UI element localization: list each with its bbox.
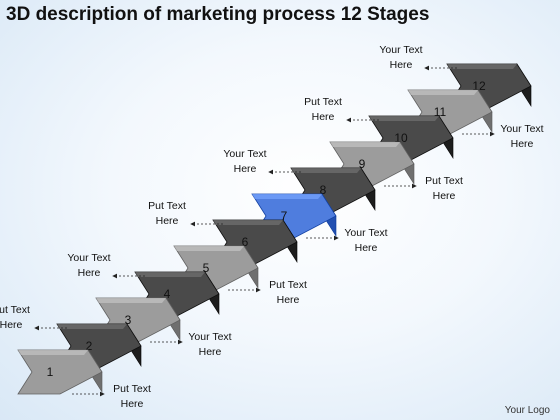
- stage-7-label-line: Here: [355, 242, 378, 254]
- stage-1-highlight: [18, 350, 88, 355]
- stage-4-label-line: Here: [78, 267, 101, 279]
- stage-6: 6: [212, 218, 298, 265]
- stage-4: 4: [134, 270, 220, 317]
- stage-8-label-line: Here: [234, 163, 257, 175]
- stage-4-label-line: Your Text: [67, 252, 110, 264]
- stage-9-number: 9: [359, 157, 366, 171]
- stage-8-label-line: Your Text: [223, 148, 266, 160]
- stage-6-highlight: [213, 220, 283, 225]
- stage-12-label-line: Here: [390, 59, 413, 71]
- stage-11-number: 11: [434, 105, 447, 119]
- stage-6-number: 6: [242, 235, 249, 249]
- stage-12-number: 12: [472, 79, 486, 93]
- stage-4-number: 4: [164, 287, 171, 301]
- stage-10-label-line: Put Text: [304, 96, 342, 108]
- stage-10-number: 10: [394, 131, 408, 145]
- stage-1-number: 1: [47, 365, 54, 379]
- stage-9-highlight: [330, 142, 400, 147]
- stage-7-highlight: [252, 194, 322, 199]
- stage-10-highlight: [369, 116, 439, 121]
- logo-text: Your Logo: [504, 405, 550, 416]
- stage-12-highlight: [447, 64, 517, 69]
- stage-3-label-line: Here: [199, 346, 222, 358]
- stage-10-label-line: Here: [312, 111, 335, 123]
- stage-8-number: 8: [320, 183, 327, 197]
- stage-3-label-line: Your Text: [188, 331, 231, 343]
- stage-5-label-line: Here: [277, 294, 300, 306]
- page-title: 3D description of marketing process 12 S…: [6, 4, 430, 25]
- stage-2-label-line: Put Text: [0, 304, 30, 316]
- stage-1: 1: [17, 348, 103, 395]
- stage-6-label-line: Here: [156, 215, 179, 227]
- stage-1-face: [17, 349, 103, 395]
- stage-2-number: 2: [86, 339, 93, 353]
- stage-2-highlight: [57, 324, 127, 329]
- stage-5-number: 5: [203, 261, 210, 275]
- stage-5-label-line: Put Text: [269, 279, 307, 291]
- stage-5-highlight: [174, 246, 244, 251]
- stage-7-number: 7: [281, 209, 288, 223]
- stage-11-label-line: Your Text: [500, 123, 543, 135]
- stage-9-label-line: Put Text: [425, 175, 463, 187]
- stage-1-label-line: Here: [121, 398, 144, 410]
- stage-8-highlight: [291, 168, 361, 173]
- stage-7-label-line: Your Text: [344, 227, 387, 239]
- stage-1-label-line: Put Text: [113, 383, 151, 395]
- stage-11-highlight: [408, 90, 478, 95]
- stage-2-label-line: Here: [0, 319, 23, 331]
- stage-9-label-line: Here: [433, 190, 456, 202]
- stage-6-label-line: Put Text: [148, 200, 186, 212]
- stage-11-label-line: Here: [511, 138, 534, 150]
- stage-3-highlight: [96, 298, 166, 303]
- stage-3-number: 3: [125, 313, 132, 327]
- stage-12-label-line: Your Text: [379, 44, 422, 56]
- stage-4-highlight: [135, 272, 205, 277]
